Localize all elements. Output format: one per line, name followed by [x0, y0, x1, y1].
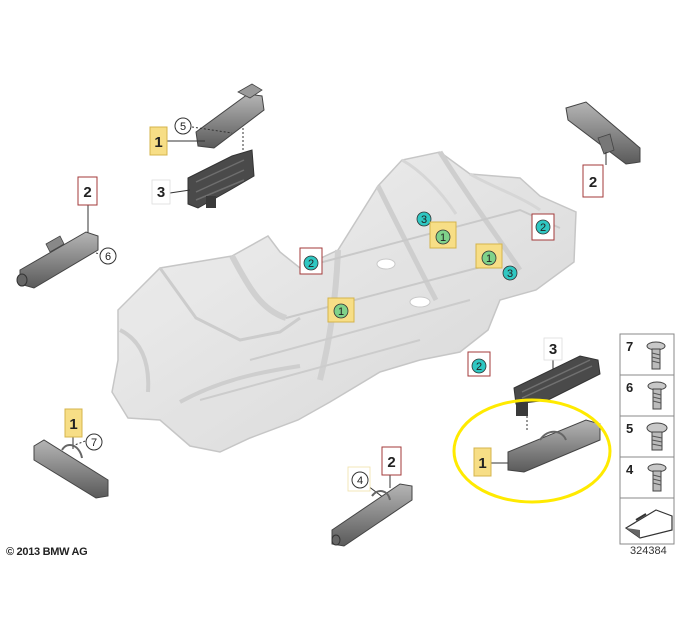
- callout-7-circle: 7: [85, 433, 103, 451]
- bracket-holder-top-left[interactable]: [187, 149, 255, 209]
- svg-text:2: 2: [589, 174, 597, 191]
- screw-4-icon: [647, 463, 667, 492]
- callout-3-top-left: 3: [151, 179, 171, 205]
- callout-2-top-right: 2: [582, 164, 604, 198]
- svg-text:7: 7: [626, 339, 633, 354]
- callout-6-circle: 6: [99, 247, 117, 265]
- antenna-module-right-highlighted[interactable]: [507, 419, 601, 473]
- part-group-bottom-left: [33, 437, 109, 499]
- antenna-module-top-right[interactable]: [565, 101, 641, 165]
- svg-text:4: 4: [357, 475, 363, 487]
- svg-text:3: 3: [507, 268, 513, 280]
- svg-text:2: 2: [476, 361, 482, 373]
- marker-1-center-chassis: 1: [327, 297, 355, 323]
- svg-text:1: 1: [478, 455, 486, 472]
- svg-text:5: 5: [180, 121, 186, 133]
- marker-1-upper-chassis: 1: [429, 221, 457, 249]
- svg-text:2: 2: [308, 258, 314, 270]
- antenna-module-top-left[interactable]: [195, 83, 265, 149]
- svg-text:1: 1: [154, 134, 162, 151]
- screw-5-icon: [646, 422, 668, 451]
- callout-1-top-left: 1: [149, 126, 168, 156]
- svg-text:1: 1: [69, 416, 77, 433]
- callout-3-right: 3: [543, 337, 563, 361]
- marker-2-rear-chassis: 2: [531, 213, 555, 241]
- marker-1-right-chassis: 1: [475, 243, 503, 269]
- antenna-module-left[interactable]: [16, 231, 99, 289]
- legend-row-5: 5: [626, 421, 668, 451]
- callout-2-bottom-center: 2: [381, 446, 402, 476]
- antenna-module-bottom-left[interactable]: [33, 439, 109, 499]
- part-group-top-left: [167, 83, 265, 209]
- legend-row-7: 7: [626, 339, 666, 370]
- highlight-ellipse: [452, 398, 612, 504]
- svg-text:1: 1: [440, 232, 446, 244]
- svg-text:1: 1: [486, 253, 492, 265]
- svg-text:1: 1: [338, 306, 344, 318]
- svg-text:2: 2: [83, 184, 91, 201]
- svg-text:3: 3: [157, 184, 165, 201]
- part-group-right: [452, 355, 612, 504]
- antenna-module-bottom-center[interactable]: [331, 483, 413, 547]
- legend-row-4: 4: [626, 462, 667, 492]
- marker-3-upper-chassis: 3: [416, 211, 432, 227]
- svg-text:7: 7: [91, 437, 97, 449]
- part-group-bottom-center: [331, 475, 413, 547]
- callout-4-circle: 4: [347, 466, 371, 492]
- part-group-top-right: [565, 101, 641, 165]
- svg-text:6: 6: [626, 380, 633, 395]
- bracket-holder-right[interactable]: [513, 355, 601, 416]
- svg-text:3: 3: [421, 214, 427, 226]
- screw-6-icon: [647, 381, 667, 410]
- svg-text:2: 2: [387, 454, 395, 471]
- screw-7-icon: [646, 341, 666, 370]
- marker-3-right-chassis: 3: [502, 265, 518, 281]
- copyright-text: © 2013 BMW AG: [6, 546, 88, 558]
- marker-2-lower-chassis: 2: [467, 351, 491, 377]
- svg-text:2: 2: [540, 222, 546, 234]
- callout-1-right: 1: [473, 447, 492, 477]
- diagram-number: 324384: [630, 545, 667, 557]
- callout-1-bottom-left: 1: [64, 408, 83, 438]
- svg-text:3: 3: [549, 341, 557, 358]
- callout-2-left: 2: [77, 176, 98, 206]
- svg-text:6: 6: [105, 251, 111, 263]
- part-group-left: [16, 205, 101, 289]
- callout-5-circle: 5: [174, 117, 192, 135]
- svg-text:5: 5: [626, 421, 633, 436]
- svg-text:4: 4: [626, 462, 634, 477]
- marker-2-left-chassis: 2: [299, 247, 323, 275]
- legend-wedge-icon: [624, 509, 673, 539]
- fastener-legend: 7 6 5 4: [619, 333, 675, 545]
- legend-row-6: 6: [626, 380, 667, 410]
